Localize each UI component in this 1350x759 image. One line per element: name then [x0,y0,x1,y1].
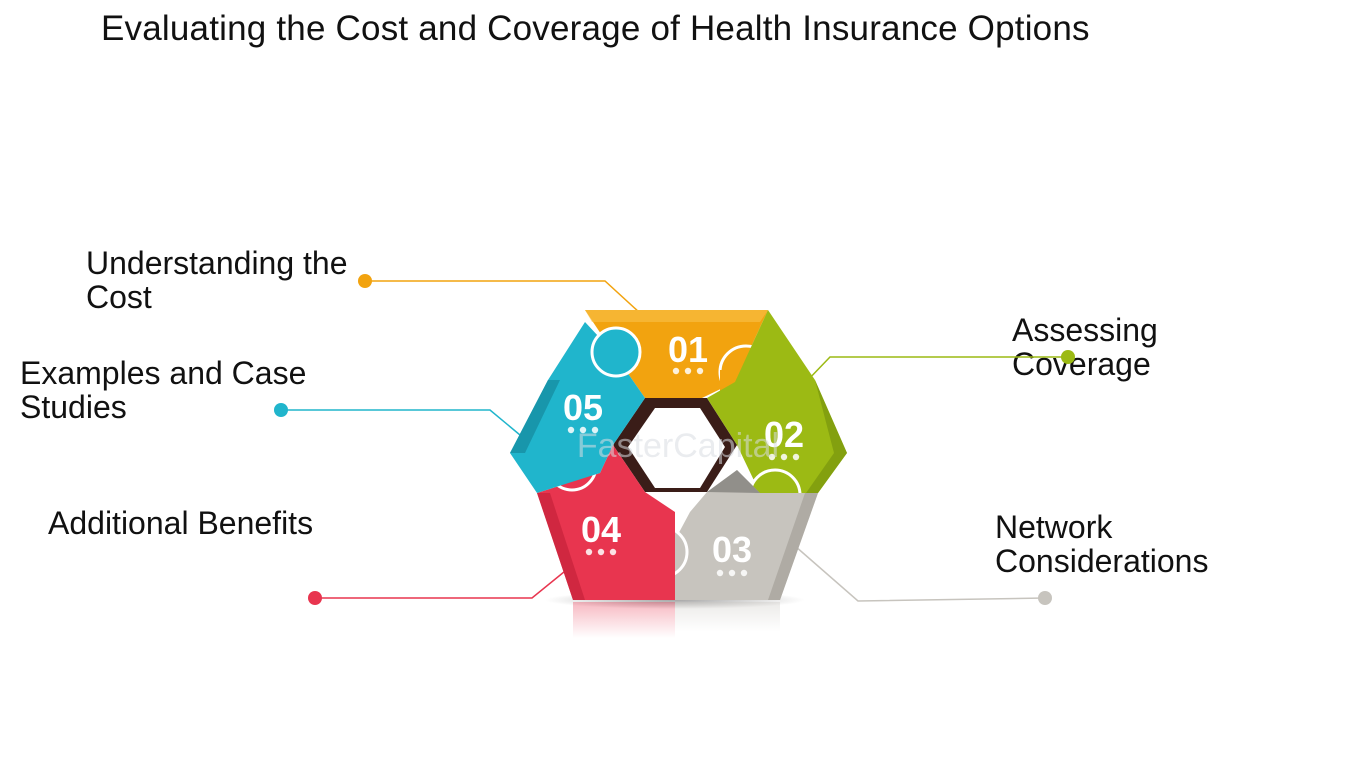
step-number-05: 05 [563,387,603,428]
connector-line-01 [358,274,641,314]
step-number-02: 02 [764,414,804,455]
step-label-understanding-the-cost: Understanding the Cost [86,245,348,315]
three-dots-icon [567,426,599,434]
step-number-01: 01 [668,329,708,370]
connector-line-03 [794,545,1052,605]
connector-line-02 [804,350,1075,384]
connector-line-04 [308,562,576,605]
step-number-03: 03 [712,529,752,570]
step-label-network-considerations: Network Considerations [995,509,1209,579]
three-dots-icon [672,367,704,375]
page-title: Evaluating the Cost and Coverage of Heal… [101,9,1090,48]
connector-dot-icon [1061,350,1075,364]
step-label-additional-benefits: Additional Benefits [48,505,314,541]
connector-dot-icon [1038,591,1052,605]
reflection-03 [675,602,780,632]
step-label-assessing-coverage: Assessing Coverage [1012,312,1158,382]
step-label-examples-and-case-studies: Examples and Case Studies [20,355,307,425]
connector-dot-icon [274,403,288,417]
center-hole-inner [628,408,725,488]
connector-dot-icon [358,274,372,288]
three-dots-icon [585,548,617,556]
three-dots-icon [716,569,748,577]
three-dots-icon [768,453,800,461]
connector-dot-icon [308,591,322,605]
connector-line-05 [274,403,521,436]
step-number-04: 04 [581,509,621,550]
watermark-text: FasterCapital [577,427,779,465]
puzzle-piece-05 [510,322,645,493]
reflection-04 [573,602,675,638]
